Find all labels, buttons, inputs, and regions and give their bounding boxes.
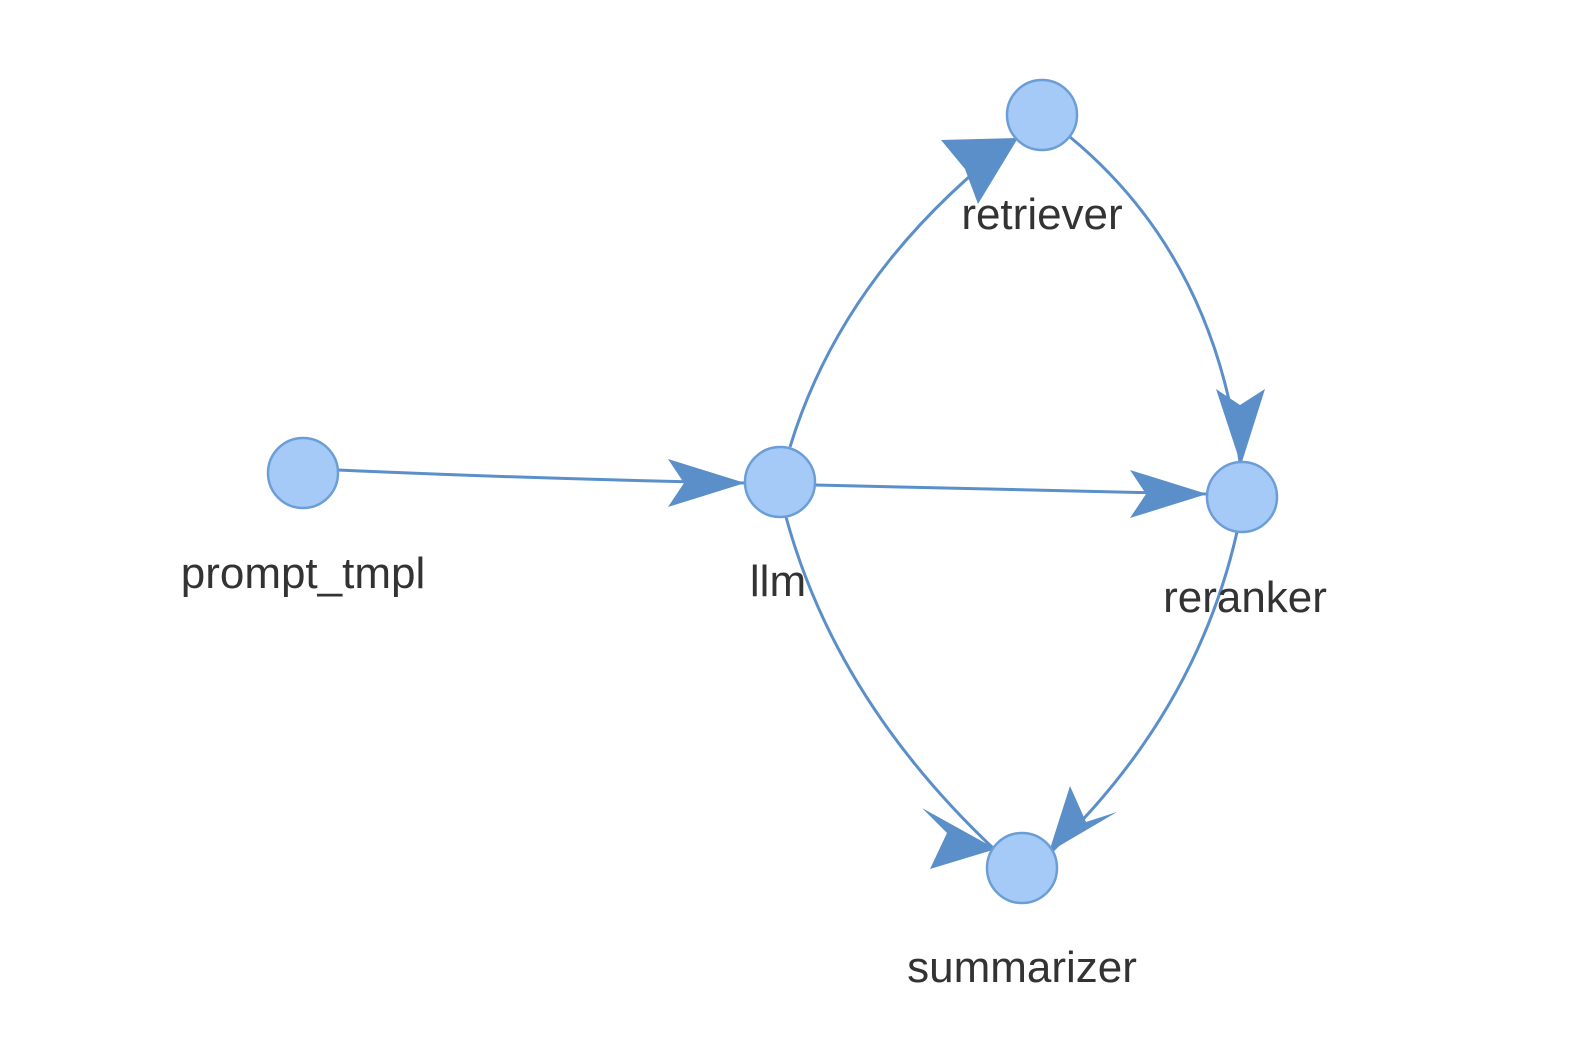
arrowhead-icon — [941, 138, 1018, 204]
arrowhead-icon — [1049, 786, 1117, 852]
edge-reranker-summarizer[interactable] — [1049, 531, 1239, 854]
arrowhead-icon — [1216, 389, 1265, 465]
edge-prompt_tmpl-llm[interactable] — [337, 459, 745, 507]
node-label-reranker: reranker — [1163, 573, 1327, 622]
node-llm[interactable] — [743, 445, 817, 519]
node-label-summarizer: summarizer — [907, 943, 1137, 992]
node-prompt-tmpl[interactable] — [266, 436, 340, 510]
node-label-prompt-tmpl: prompt_tmpl — [181, 549, 426, 598]
edge-line — [1069, 135, 1242, 463]
edge-llm-retriever[interactable] — [788, 137, 1018, 448]
edge-llm-reranker[interactable] — [814, 470, 1207, 518]
edge-retriever-reranker[interactable] — [1069, 135, 1265, 465]
label-layer: prompt_tmpl llm retriever reranker summa… — [181, 190, 1327, 992]
edge-line — [1049, 531, 1239, 854]
edge-line — [784, 516, 996, 851]
arrowhead-icon — [922, 808, 996, 869]
edge-llm-summarizer[interactable] — [784, 516, 996, 869]
node-reranker[interactable] — [1205, 460, 1279, 534]
arrowhead-icon — [1130, 470, 1207, 518]
node-retriever[interactable] — [1005, 78, 1079, 152]
node-layer — [266, 78, 1279, 905]
arrowhead-icon — [668, 459, 745, 507]
edge-layer — [337, 135, 1265, 869]
node-label-llm: llm — [750, 557, 806, 606]
node-label-retriever: retriever — [961, 190, 1122, 239]
node-summarizer[interactable] — [985, 831, 1059, 905]
